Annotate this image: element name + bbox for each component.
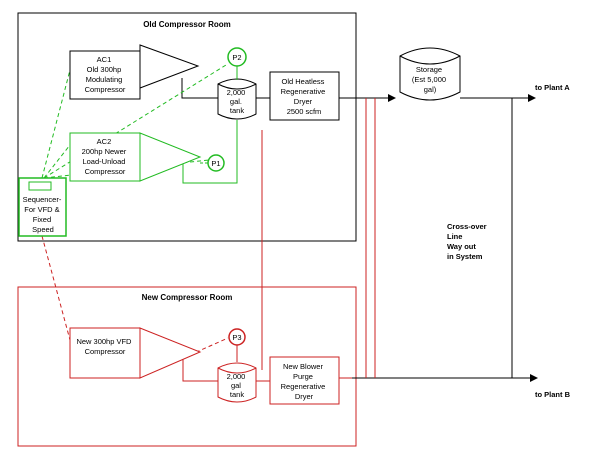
svg-text:2,000 gal tank: 2,000 gal tank [227, 372, 248, 399]
ac2-compressor-symbol [139, 132, 202, 182]
old-piping [181, 78, 532, 379]
p2-label: P2 [232, 53, 241, 62]
storage-label-line: gal) [424, 85, 437, 94]
svg-text:New 300hp VFD Compressor: New 300hp VFD Compressor [76, 337, 133, 356]
new-vfd-label-line: New 300hp VFD [76, 337, 132, 346]
new-dryer-label-line: New Blower [283, 362, 324, 371]
new-dryer-label-line: Purge [293, 372, 313, 381]
svg-text:Storage (Est 5,000: Storage (Est 5,000 gal) [412, 65, 448, 94]
ac1-label-line: AC1 [97, 55, 112, 64]
old-compressor-room [17, 12, 357, 242]
svg-text:AC2 200hp Newer Lo: AC2 200hp Newer Load-Unload Compressor [82, 137, 129, 176]
old-tank-label-line: gal. [230, 97, 242, 106]
crossover-label-line: Cross-over [447, 222, 487, 231]
new-dryer-label-line: Regenerative [281, 382, 326, 391]
flow-arrow-to-plant-a [528, 94, 536, 102]
ac2-compressor: AC2 200hp Newer Load-Unload Compressor [69, 132, 202, 182]
new-room-title: New Compressor Room [142, 293, 233, 302]
new-piping [182, 98, 376, 382]
svg-text:AC1 Old 300hp Modu: AC1 Old 300hp Modulating Compressor [85, 55, 126, 94]
pressure-sensor-p1: P1 [207, 154, 225, 172]
ac1-label-line: Old 300hp [87, 65, 122, 74]
flow-arrow-to-plant-b [530, 374, 538, 382]
sequencer-label-line: Fixed [33, 215, 51, 224]
old-room-title: Old Compressor Room [143, 20, 231, 29]
ac1-label-line: Modulating [86, 75, 123, 84]
new-tank-label-line: 2,000 [227, 372, 246, 381]
plant-b-label: to Plant B [535, 390, 571, 399]
new-vfd-compressor: New 300hp VFD Compressor [69, 327, 202, 379]
crossover-label-line: Way out [447, 242, 476, 251]
pressure-sensor-p3: P3 [228, 328, 246, 362]
ac2-label-line: AC2 [97, 137, 112, 146]
new-blower-purge-dryer: New Blower Purge Regenerative Dryer [269, 356, 340, 405]
old-receiver-tank: 2,000 gal. tank [217, 78, 257, 120]
pressure-sensor-p2: P2 [227, 47, 247, 80]
ac1-label-line: Compressor [85, 85, 126, 94]
svg-text:New Blower Purge R: New Blower Purge Regenerative Dryer [281, 362, 328, 401]
crossover-label-line: Line [447, 232, 462, 241]
new-receiver-tank: 2,000 gal tank [217, 362, 257, 403]
old-tank-label-line: tank [230, 106, 244, 115]
old-dryer-label-line: Dryer [294, 97, 313, 106]
plant-a-label: to Plant A [535, 83, 570, 92]
sequencer-display [28, 181, 52, 191]
flow-arrow-to-storage [388, 94, 396, 102]
new-tank-label-line: gal [231, 381, 241, 390]
old-heatless-dryer: Old Heatless Regenerative Dryer 2500 scf… [269, 71, 340, 121]
svg-text:2,000 gal. tank: 2,000 gal. tank [227, 88, 248, 115]
new-dryer-label-line: Dryer [295, 392, 314, 401]
sequencer-label-line: Speed [32, 225, 54, 234]
ac2-label-line: Compressor [85, 167, 126, 176]
ac2-label-line: Load-Unload [82, 157, 125, 166]
new-tank-label-line: tank [230, 390, 244, 399]
ac1-compressor-symbol [139, 44, 200, 89]
sequencer-label-line: For VFD & [24, 205, 59, 214]
svg-text:Sequencer- For VFD &: Sequencer- For VFD & Fixed Speed [23, 195, 64, 234]
ac1-compressor: AC1 Old 300hp Modulating Compressor [69, 44, 200, 100]
old-dryer-label-line: 2500 scfm [287, 107, 322, 116]
new-compressor-room [17, 286, 357, 447]
ac2-label-line: 200hp Newer [82, 147, 127, 156]
crossover-label-line: in System [447, 252, 483, 261]
storage-label-line: Storage [416, 65, 442, 74]
storage-tank: Storage (Est 5,000 gal) [399, 47, 461, 101]
old-dryer-label-line: Old Heatless [281, 77, 324, 86]
svg-text:Old Heatless Regenerativ: Old Heatless Regenerative Dryer 2500 scf… [281, 77, 328, 116]
crossover-label: Cross-over Line Way out in System [447, 222, 489, 261]
ac2-piping [182, 120, 238, 184]
sequencer-label-line: Sequencer- [23, 195, 62, 204]
old-dryer-label-line: Regenerative [281, 87, 326, 96]
old-tank-label-line: 2,000 [227, 88, 246, 97]
new-vfd-label-line: Compressor [85, 347, 126, 356]
storage-label-line: (Est 5,000 [412, 75, 446, 84]
new-vfd-compressor-symbol [139, 327, 202, 379]
p3-label: P3 [232, 333, 241, 342]
sequencer: Sequencer- For VFD & Fixed Speed [18, 177, 67, 237]
p1-label: P1 [211, 159, 220, 168]
